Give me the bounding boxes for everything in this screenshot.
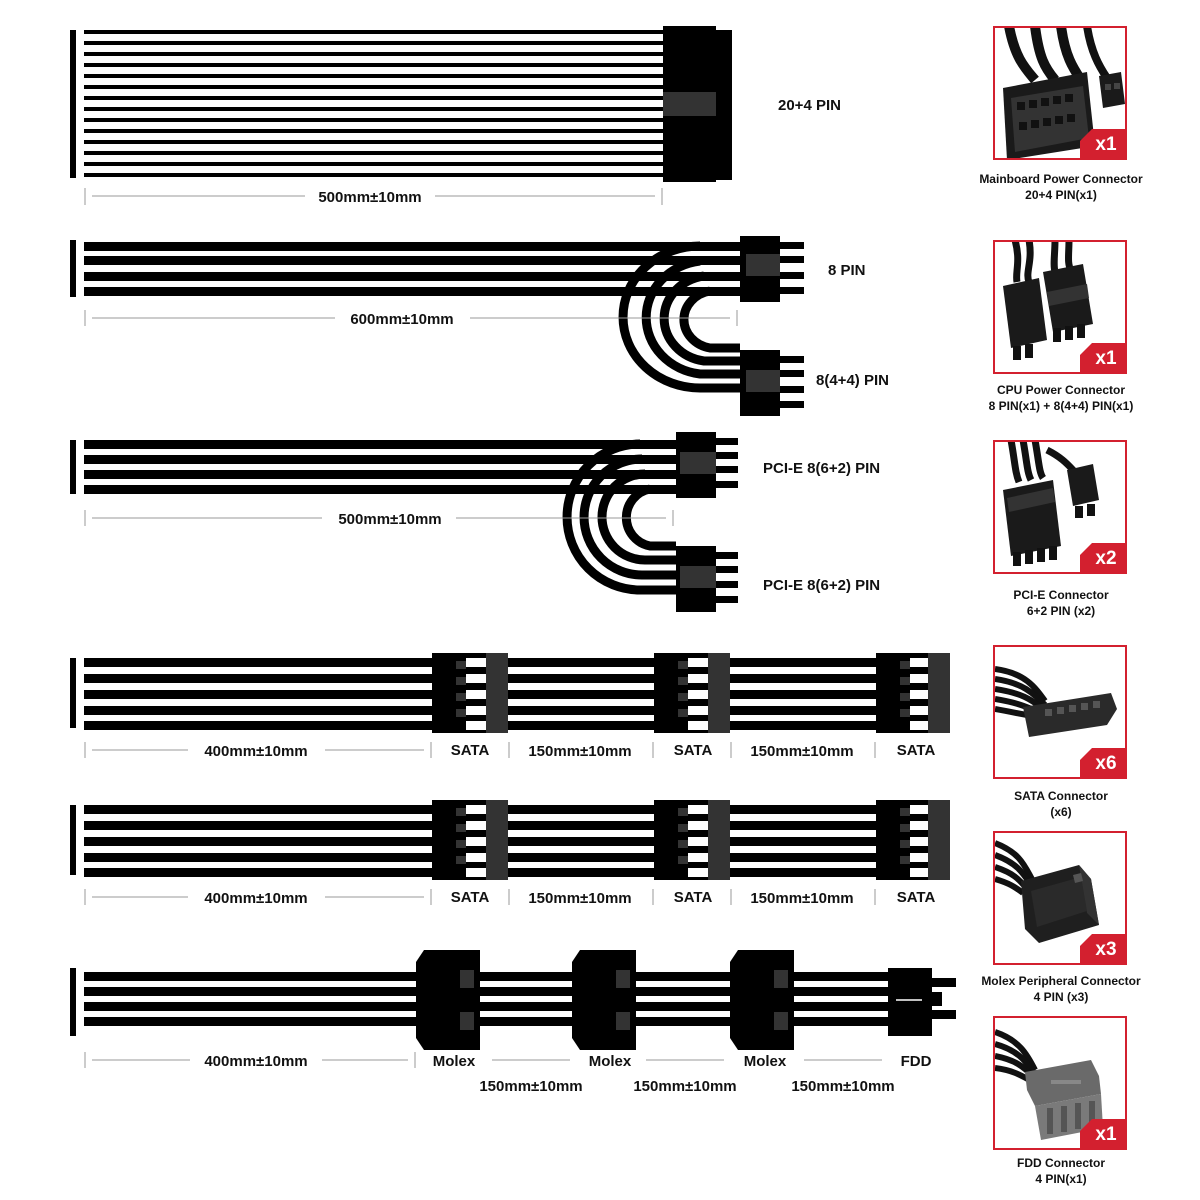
sata-cable-2 [70, 800, 950, 880]
quantity-badge: x3 [1080, 934, 1125, 963]
sata2-dimensions [84, 889, 876, 905]
sata1-length-2: 150mm±10mm [528, 743, 631, 760]
sata-plug [654, 800, 730, 880]
cpu-8pin-plug [740, 236, 804, 302]
cpu-label-top: 8 PIN [828, 262, 866, 279]
sata-connector-icon [995, 666, 1117, 737]
molex-length-4: 150mm±10mm [791, 1078, 894, 1095]
caption-title: CPU Power Connector [996, 383, 1125, 397]
sata2-connector-3: SATA [897, 889, 936, 906]
sata2-length-2: 150mm±10mm [528, 890, 631, 907]
mainboard-label: 20+4 PIN [778, 97, 841, 114]
caption-pcie: PCI-E Connector 6+2 PIN (x2) [961, 587, 1161, 619]
molex-connector-2: Molex [589, 1053, 632, 1070]
molex-length-3: 150mm±10mm [633, 1078, 736, 1095]
card-fdd: x1 [993, 1016, 1127, 1150]
card-sata: x6 [993, 645, 1127, 779]
fdd-plug [888, 968, 956, 1036]
caption-molex: Molex Peripheral Connector 4 PIN (x3) [961, 973, 1161, 1005]
quantity-badge: x1 [1080, 343, 1125, 372]
mainboard-cable [70, 26, 732, 182]
caption-subtitle: (x6) [1050, 805, 1072, 819]
caption-subtitle: 8 PIN(x1) + 8(4+4) PIN(x1) [988, 399, 1134, 413]
caption-cpu: CPU Power Connector 8 PIN(x1) + 8(4+4) P… [961, 382, 1161, 414]
molex-plug [416, 950, 480, 1050]
sata-plug [876, 653, 950, 733]
pcie-length-dimension [84, 510, 674, 526]
pcie-connector-icon [1003, 442, 1099, 566]
caption-mainboard: Mainboard Power Connector 20+4 PIN(x1) [961, 171, 1161, 203]
atx-24pin-connector-icon [1003, 28, 1125, 158]
caption-sata: SATA Connector (x6) [961, 788, 1161, 820]
fdd-connector: FDD [901, 1053, 932, 1070]
pcie-label-top: PCI-E 8(6+2) PIN [763, 460, 880, 477]
pcie-length: 500mm±10mm [338, 511, 441, 528]
cpu-8pin-4plus4-plug [740, 350, 804, 416]
caption-title: FDD Connector [1017, 1156, 1105, 1170]
sata1-length-3: 150mm±10mm [750, 743, 853, 760]
sata1-connector-3: SATA [897, 742, 936, 759]
cpu-8pin-connector-icon [1003, 242, 1093, 360]
mainboard-length: 500mm±10mm [318, 189, 421, 206]
sata1-connector-1: SATA [451, 742, 490, 759]
pcie-label-bottom: PCI-E 8(6+2) PIN [763, 577, 880, 594]
sata-plug [432, 800, 508, 880]
quantity-badge: x1 [1080, 129, 1125, 158]
cpu-length: 600mm±10mm [350, 311, 453, 328]
sata-plug [432, 653, 508, 733]
molex-connector-3: Molex [744, 1053, 787, 1070]
caption-subtitle: 4 PIN(x1) [1035, 1172, 1087, 1186]
card-mainboard: x1 [993, 26, 1127, 160]
quantity-badge: x2 [1080, 543, 1125, 572]
caption-subtitle: 20+4 PIN(x1) [1025, 188, 1097, 202]
card-molex: x3 [993, 831, 1127, 965]
quantity-badge: x1 [1080, 1119, 1125, 1148]
caption-title: Mainboard Power Connector [979, 172, 1143, 186]
sata1-dimensions [84, 742, 876, 758]
molex-dimensions [84, 1052, 882, 1068]
sata2-length-1: 400mm±10mm [204, 890, 307, 907]
molex-cable [70, 950, 956, 1050]
molex-connector-1: Molex [433, 1053, 476, 1070]
atx-24pin-plug [663, 26, 732, 182]
caption-subtitle: 4 PIN (x3) [1033, 990, 1089, 1004]
molex-plug [730, 950, 794, 1050]
sata-cable-1 [70, 653, 950, 733]
cpu-label-bottom: 8(4+4) PIN [816, 372, 889, 389]
card-pcie: x2 [993, 440, 1127, 574]
caption-title: PCI-E Connector [1013, 588, 1109, 602]
sata2-connector-2: SATA [674, 889, 713, 906]
molex-plug [572, 950, 636, 1050]
caption-title: Molex Peripheral Connector [981, 974, 1141, 988]
sata1-connector-2: SATA [674, 742, 713, 759]
card-cpu: x1 [993, 240, 1127, 374]
caption-title: SATA Connector [1014, 789, 1108, 803]
pcie-cable [70, 432, 738, 612]
caption-subtitle: 6+2 PIN (x2) [1026, 604, 1096, 618]
sata2-connector-1: SATA [451, 889, 490, 906]
cpu-cable [70, 236, 804, 416]
pcie-plug-top [676, 432, 738, 498]
cpu-length-dimension [84, 310, 738, 326]
molex-length-2: 150mm±10mm [479, 1078, 582, 1095]
molex-connector-icon [995, 840, 1099, 943]
sata1-length-1: 400mm±10mm [204, 743, 307, 760]
sata-plug [876, 800, 950, 880]
pcie-plug-bottom [676, 546, 738, 612]
sata2-length-3: 150mm±10mm [750, 890, 853, 907]
mainboard-length-dimension [84, 188, 663, 205]
molex-length-1: 400mm±10mm [204, 1053, 307, 1070]
sata-plug [654, 653, 730, 733]
caption-fdd: FDD Connector 4 PIN(x1) [961, 1155, 1161, 1187]
quantity-badge: x6 [1080, 748, 1125, 777]
